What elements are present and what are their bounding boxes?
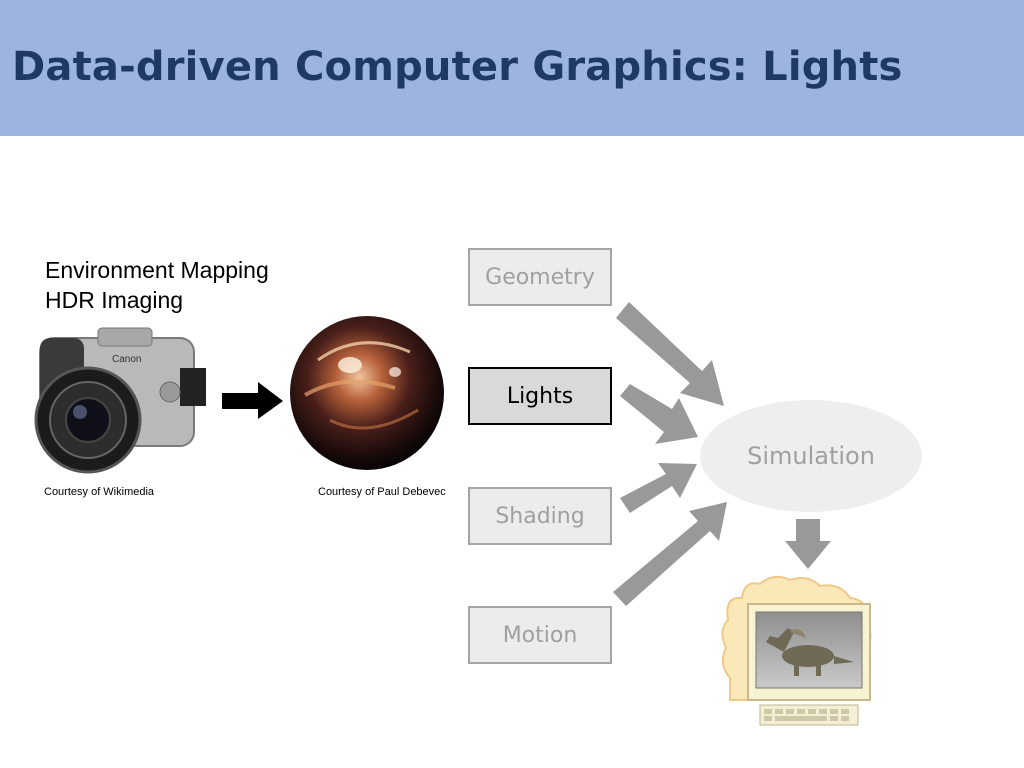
- monitor-output-image: [722, 577, 870, 725]
- simulation-node: [700, 400, 922, 512]
- light-probe-sphere-image: [290, 316, 444, 470]
- arrow-shading-to-simulation: [620, 463, 697, 513]
- arrow-motion-to-simulation: [613, 502, 727, 606]
- capture-arrow: [222, 382, 283, 419]
- input-box-shading: Shading: [468, 487, 612, 545]
- camera-brand-text: Canon: [112, 354, 141, 365]
- camera-credit: Courtesy of Wikimedia: [44, 486, 154, 498]
- sphere-credit: Courtesy of Paul Debevec: [318, 486, 446, 498]
- camera-image: Canon: [36, 328, 206, 472]
- arrow-simulation-to-output: [785, 519, 831, 569]
- input-box-lights: Lights: [468, 367, 612, 425]
- input-box-geometry: Geometry: [468, 248, 612, 306]
- input-box-motion: Motion: [468, 606, 612, 664]
